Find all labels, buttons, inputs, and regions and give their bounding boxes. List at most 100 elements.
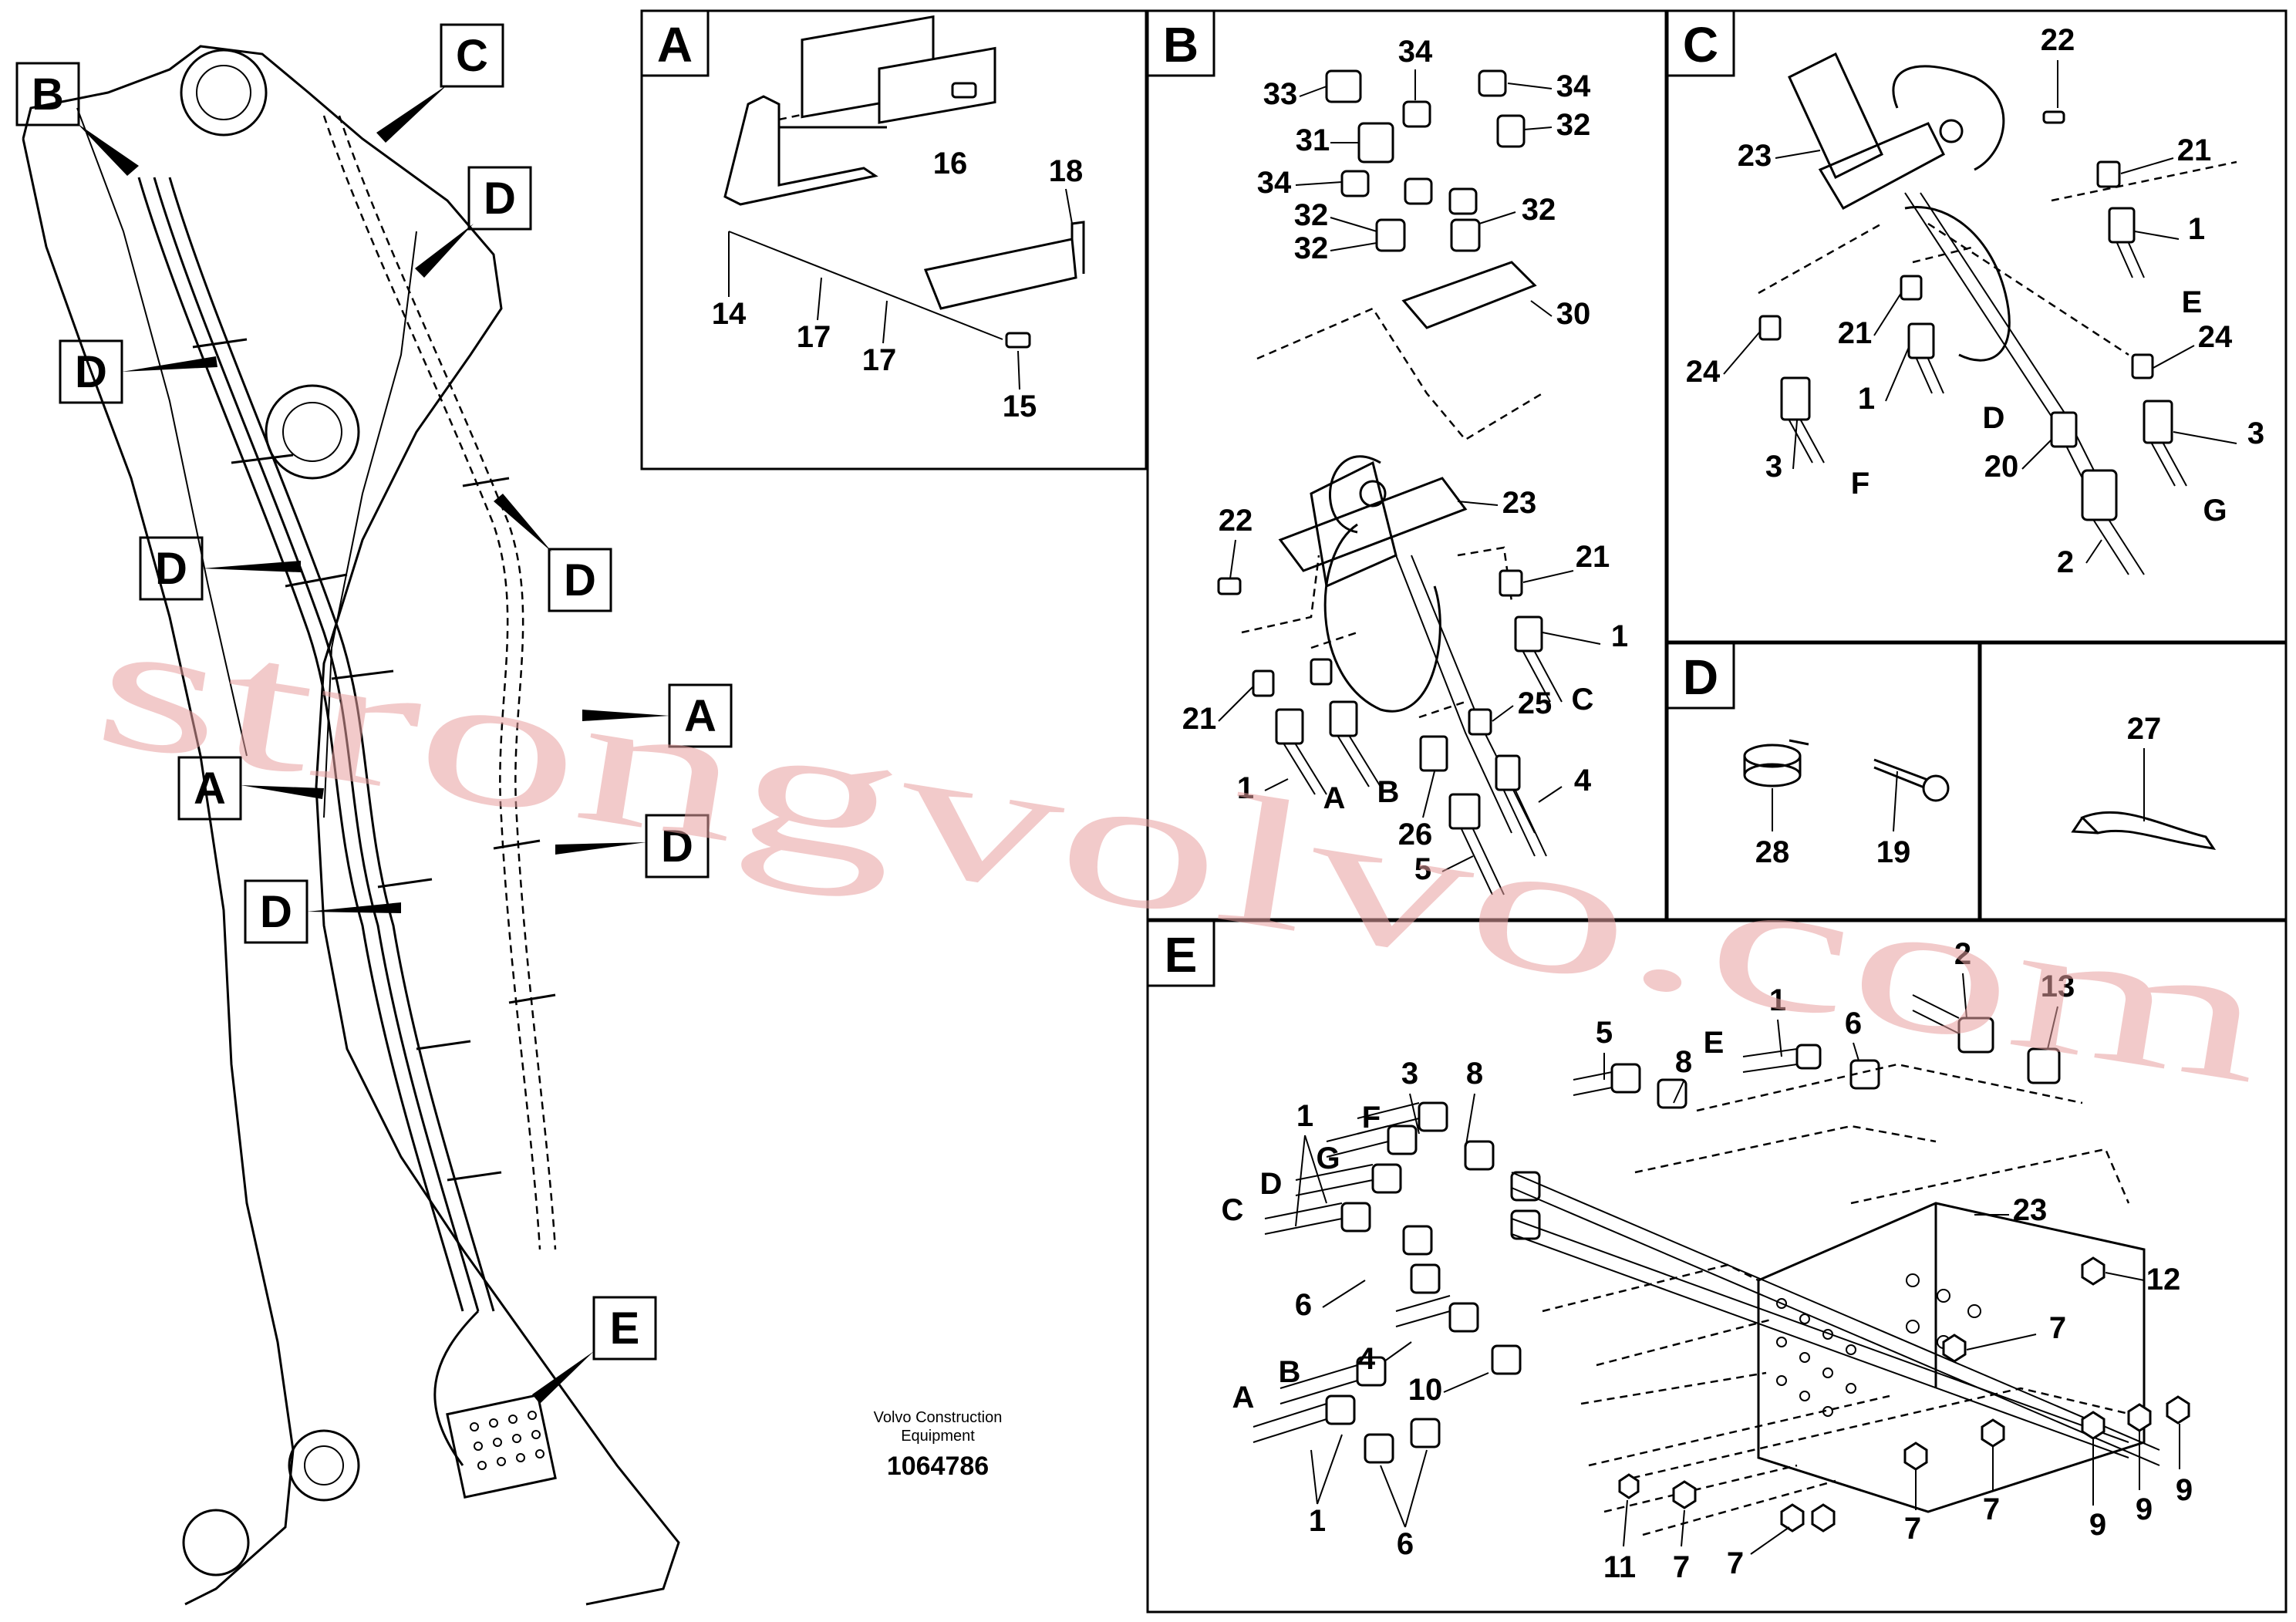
svg-text:13: 13	[2041, 969, 2075, 1003]
panel-d-callouts: 28 19	[1755, 771, 1911, 869]
svg-text:A: A	[684, 691, 716, 741]
svg-text:A: A	[1232, 1381, 1255, 1415]
svg-text:26: 26	[1398, 818, 1433, 851]
svg-text:1: 1	[1769, 983, 1786, 1017]
svg-text:21: 21	[1182, 702, 1217, 736]
svg-text:5: 5	[1596, 1016, 1613, 1050]
svg-text:D: D	[75, 347, 107, 397]
panel-d-letter: D	[1666, 642, 1735, 710]
svg-text:23: 23	[2013, 1193, 2048, 1227]
svg-text:7: 7	[2049, 1311, 2066, 1345]
svg-text:5: 5	[1414, 852, 1431, 886]
svg-text:23: 23	[1738, 139, 1772, 173]
svg-text:6: 6	[1845, 1007, 1862, 1040]
svg-text:24: 24	[2198, 320, 2233, 354]
svg-text:23: 23	[1502, 486, 1537, 520]
svg-text:G: G	[1316, 1141, 1340, 1175]
svg-text:B: B	[1163, 17, 1199, 73]
svg-text:16: 16	[933, 147, 968, 180]
panel-c-letter: C	[1666, 9, 1735, 77]
svg-text:6: 6	[1295, 1288, 1312, 1322]
svg-text:D: D	[155, 544, 187, 594]
svg-text:9: 9	[2176, 1473, 2193, 1507]
svg-text:F: F	[1851, 467, 1870, 501]
svg-text:32: 32	[1522, 193, 1556, 227]
caption-line1: Volvo Construction	[874, 1409, 1003, 1426]
svg-text:32: 32	[1294, 198, 1329, 232]
watermark-text: strongvolvo.com	[83, 577, 2279, 1122]
svg-text:4: 4	[1358, 1342, 1376, 1376]
svg-text:12: 12	[2146, 1263, 2181, 1297]
svg-text:7: 7	[1727, 1546, 1744, 1580]
svg-text:7: 7	[1673, 1550, 1690, 1584]
svg-text:6: 6	[1397, 1527, 1414, 1561]
panel-e-letter: E	[1146, 919, 1215, 987]
svg-text:21: 21	[1838, 316, 1873, 350]
svg-text:34: 34	[1257, 166, 1292, 200]
svg-text:20: 20	[1984, 450, 2019, 484]
svg-text:1: 1	[1858, 382, 1875, 416]
svg-text:22: 22	[1219, 504, 1253, 538]
panel-a-frame	[640, 9, 1148, 470]
svg-text:15: 15	[1003, 389, 1037, 423]
svg-text:D: D	[564, 555, 596, 605]
svg-text:32: 32	[1294, 231, 1329, 265]
panel-d2-drawing: 27	[2071, 712, 2217, 850]
svg-text:10: 10	[1408, 1373, 1443, 1407]
view-label-text: B	[32, 69, 64, 120]
svg-text:F: F	[1362, 1101, 1381, 1135]
panel-a-drawing	[723, 15, 1085, 349]
panel-e-drawing	[1253, 994, 2190, 1536]
svg-text:A: A	[1323, 781, 1346, 815]
svg-text:17: 17	[797, 320, 831, 354]
view-label-b: B	[15, 62, 139, 176]
svg-text:9: 9	[2136, 1492, 2153, 1526]
svg-text:33: 33	[1263, 77, 1298, 111]
svg-text:C: C	[1683, 17, 1718, 73]
view-label-c: C	[376, 23, 504, 143]
svg-text:21: 21	[1576, 540, 1610, 574]
svg-text:D: D	[1983, 401, 2005, 435]
svg-text:B: B	[1279, 1355, 1301, 1389]
svg-text:2: 2	[2057, 545, 2074, 579]
view-label-d-6: D	[244, 879, 401, 944]
svg-text:E: E	[1704, 1026, 1725, 1060]
svg-text:4: 4	[1574, 764, 1592, 798]
view-label-a-1: A	[582, 683, 733, 748]
view-label-d-4: D	[494, 494, 612, 612]
svg-text:C: C	[1572, 683, 1594, 717]
main-boom-view	[22, 45, 680, 1606]
caption-line2: Equipment	[901, 1428, 975, 1445]
svg-text:2: 2	[1954, 937, 1971, 971]
svg-text:9: 9	[2089, 1508, 2106, 1542]
svg-text:A: A	[194, 764, 226, 814]
panel-c-callouts: 22 23 21 1 24 21 24 1 3 20 3 2 E D F G	[1686, 23, 2264, 579]
view-label-d-1: D	[415, 166, 532, 278]
svg-text:A: A	[657, 17, 693, 73]
svg-text:C: C	[456, 31, 488, 81]
panel-e-frame	[1146, 919, 2288, 1614]
svg-text:1: 1	[1611, 619, 1628, 653]
svg-text:25: 25	[1518, 686, 1553, 720]
svg-text:1: 1	[1237, 771, 1254, 805]
svg-text:27: 27	[2127, 712, 2162, 746]
panel-b-callouts: 34 33 34 31 32 34 32 32 32 30 23 22 21 1…	[1182, 35, 1628, 886]
view-label-d-5: D	[555, 814, 710, 878]
svg-text:19: 19	[1876, 835, 1911, 869]
boom-outline	[22, 45, 680, 1606]
svg-text:D: D	[661, 821, 693, 872]
svg-text:B: B	[1377, 775, 1400, 809]
panel-d2-frame	[1979, 642, 2288, 921]
view-label-d-2: D	[59, 339, 217, 404]
panel-b-frame	[1146, 9, 1667, 921]
svg-text:D: D	[1260, 1167, 1283, 1201]
svg-text:7: 7	[1983, 1492, 2000, 1526]
svg-text:7: 7	[1904, 1512, 1921, 1546]
panel-c-drawing	[1758, 52, 2237, 575]
svg-text:22: 22	[2041, 23, 2075, 57]
panel-b-letter: B	[1146, 9, 1215, 77]
svg-text:21: 21	[2177, 133, 2212, 167]
svg-text:24: 24	[1686, 355, 1721, 389]
svg-text:28: 28	[1755, 835, 1790, 869]
panel-a-letter: A	[640, 9, 710, 77]
